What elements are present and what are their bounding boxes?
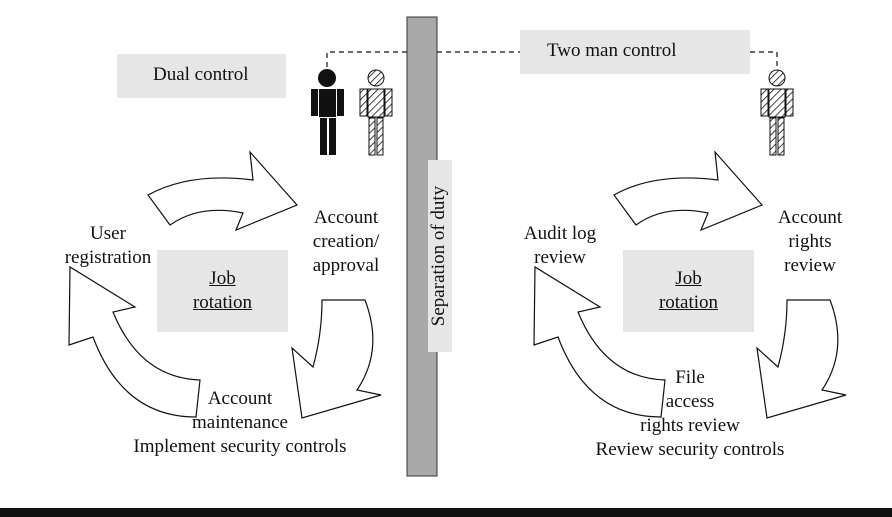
curved-arrow-icon — [147, 150, 299, 232]
curved-arrow-icon — [756, 299, 847, 419]
account-maintenance-label: Account maintenance Implement security c… — [110, 387, 370, 459]
file-access-review-label: File access rights review Review securit… — [570, 366, 810, 462]
curved-arrow-icon — [68, 265, 201, 418]
right-job-rotation-box — [623, 250, 754, 332]
two-man-control-box — [520, 30, 750, 74]
left-job-rotation-box — [157, 250, 288, 332]
separation-label-box — [428, 160, 452, 352]
label-line: access — [665, 391, 715, 412]
right-job-rotation-line2: rotation — [658, 292, 719, 313]
audit-log-review-label: Audit log review — [505, 222, 615, 270]
dual-control-connector — [326, 51, 407, 67]
label-line: review — [534, 247, 586, 268]
two-man-connector-right — [750, 51, 778, 67]
right-job-rotation-line1: Job — [675, 268, 702, 289]
label-line: rights — [788, 231, 832, 252]
bottom-rule — [0, 508, 892, 517]
separation-of-duty-label: Separation of duty — [428, 185, 449, 327]
label-line: Account — [207, 388, 273, 409]
label-line: Implement security controls — [133, 436, 347, 457]
user-registration-label: User registration — [48, 222, 168, 270]
curved-arrow-icon — [533, 265, 666, 418]
label-line: Review security controls — [595, 439, 785, 460]
label-line: review — [784, 255, 836, 276]
label-line: Audit log — [523, 223, 597, 244]
person-solid-icon — [311, 69, 344, 155]
account-creation-label: Account creation/ approval — [296, 206, 396, 278]
label-line: creation/ — [312, 231, 380, 252]
dual-control-box — [117, 54, 286, 98]
label-line: User — [90, 223, 126, 244]
label-line: Account — [313, 207, 379, 228]
account-rights-review-label: Account rights review — [760, 206, 860, 278]
label-line: approval — [312, 255, 380, 276]
person-hatched-icon — [359, 69, 393, 156]
label-line: maintenance — [191, 412, 288, 433]
label-line: rights review — [640, 415, 740, 436]
label-line: registration — [64, 247, 152, 268]
two-man-control-label: Two man control — [547, 40, 677, 61]
label-line: File — [675, 367, 705, 388]
curved-arrow-icon — [291, 299, 382, 419]
label-line: Account — [777, 207, 843, 228]
person-hatched-icon — [760, 69, 794, 156]
dual-control-label: Dual control — [153, 64, 249, 85]
left-job-rotation-line2: rotation — [192, 292, 253, 313]
curved-arrow-icon — [613, 150, 764, 232]
left-job-rotation-line1: Job — [209, 268, 236, 289]
